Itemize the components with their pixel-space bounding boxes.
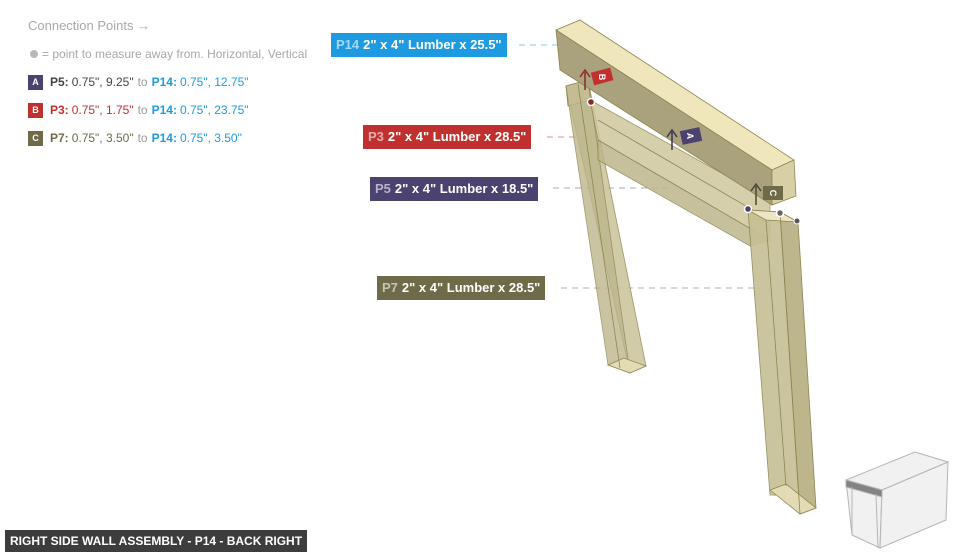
marker-a: A [666,127,703,150]
to-values: 0.75", 12.75" [179,75,249,89]
from-part: P7: [50,131,69,145]
marker-b: B [579,67,614,107]
measure-point-icon [30,50,38,58]
to-values: 0.75", 3.50" [179,131,242,145]
badge-b: B [28,102,43,118]
assembly-thumbnail[interactable] [844,451,950,549]
to-part: P14: [151,103,177,117]
assembly-title-bar: RIGHT SIDE WALL ASSEMBLY - P14 - BACK RI… [5,530,308,552]
to-word: to [137,103,148,117]
badge-a: A [28,74,43,90]
badge-c: C [28,130,43,146]
from-part: P3: [50,103,69,117]
part-p7-right-leg [747,209,817,515]
part-spec: 2" x 4" Lumber x 25.5" [363,37,502,52]
legend-title: Connection Points → [28,18,151,33]
connection-row-b: B P3: 0.75", 1.75" to P14: 0.75", 23.75" [28,102,307,118]
from-part: P5: [50,75,69,89]
legend-note: = point to measure away from. Horizontal… [28,46,307,62]
from-values: 0.75", 9.25" [71,75,134,89]
part-id: P3 [368,129,384,144]
connection-legend: Connection Points → = point to measure a… [28,17,307,146]
svg-text:C: C [768,190,778,197]
to-word: to [137,75,148,89]
part-spec: 2" x 4" Lumber x 18.5" [394,181,534,196]
legend-note-text: = point to measure away from. Horizontal… [42,47,308,61]
part-id: P7 [382,280,398,295]
from-values: 0.75", 3.50" [71,131,134,145]
svg-text:A: A [685,133,695,140]
part-spec: 2" x 4" Lumber x 28.5" [401,280,541,295]
part-spec: 2" x 4" Lumber x 28.5" [387,129,527,144]
svg-text:B: B [597,74,607,81]
from-values: 0.75", 1.75" [71,103,134,117]
to-word: to [137,131,148,145]
part-p5-rail [589,99,771,247]
to-part: P14: [151,131,177,145]
part-id: P5 [375,181,391,196]
connection-row-a: A P5: 0.75", 9.25" to P14: 0.75", 12.75" [28,74,307,90]
marker-c: C [743,182,801,225]
to-part: P14: [151,75,177,89]
part-id: P14 [336,37,360,52]
to-values: 0.75", 23.75" [179,103,249,117]
connection-row-c: C P7: 0.75", 3.50" to P14: 0.75", 3.50" [28,130,307,146]
